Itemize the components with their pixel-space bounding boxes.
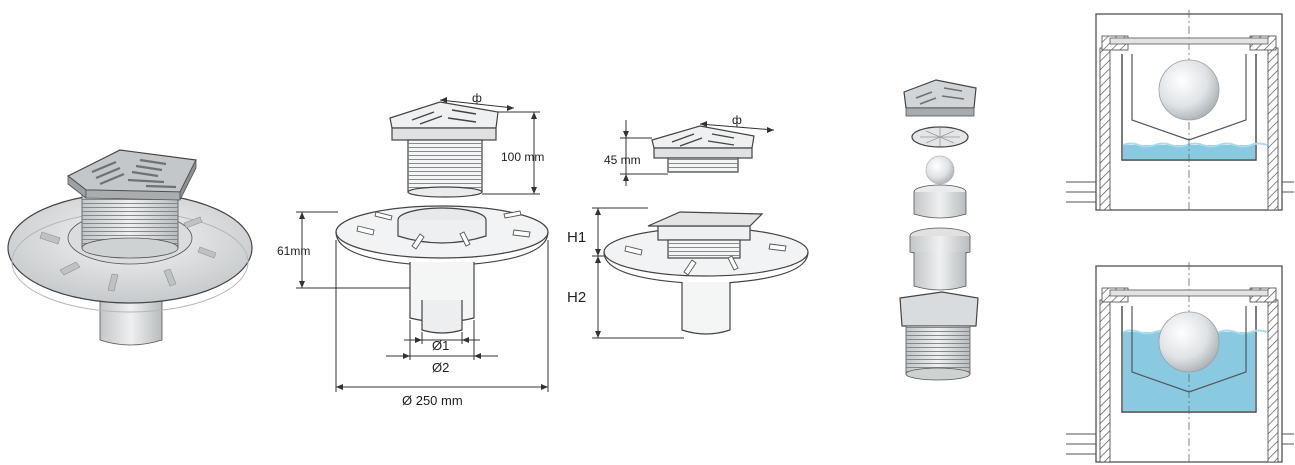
wall-right bbox=[1267, 299, 1279, 463]
grate-bar bbox=[1109, 37, 1269, 45]
tall-grate-part bbox=[389, 101, 499, 198]
assembled-short-drain bbox=[603, 211, 809, 335]
wall-left bbox=[1099, 47, 1111, 211]
cross-section-dry bbox=[1066, 10, 1294, 211]
wall-left bbox=[1099, 299, 1111, 463]
grate-size-label: ф bbox=[472, 91, 482, 105]
cross-sections bbox=[1066, 10, 1294, 463]
height-tall-label: 100 mm bbox=[501, 150, 544, 164]
cross-section-full bbox=[1066, 262, 1294, 463]
flange-diameter-label: Ø 250 mm bbox=[402, 393, 463, 408]
flange-body-part bbox=[335, 205, 549, 334]
exploded-insert bbox=[909, 227, 971, 291]
outlet-inner-diameter-label: Ø1 bbox=[432, 338, 449, 353]
exploded-cup bbox=[913, 184, 967, 219]
water bbox=[1123, 145, 1255, 159]
wall-right bbox=[1267, 47, 1279, 211]
height-short-label: 45 mm bbox=[604, 153, 641, 167]
body-height-label: 61mm bbox=[277, 244, 310, 258]
short-variant-drawing: ф 45 mm H1 H2 bbox=[567, 113, 809, 339]
ball bbox=[1158, 311, 1220, 373]
exploded-body bbox=[899, 291, 979, 381]
outlet-outer-diameter-label: Ø2 bbox=[432, 360, 449, 375]
grate-size-label-short: ф bbox=[732, 113, 742, 127]
grate-bar bbox=[1109, 289, 1269, 297]
exploded-ball bbox=[925, 155, 955, 185]
h1-label: H1 bbox=[567, 229, 586, 246]
ball bbox=[1158, 59, 1220, 121]
floor-ledge bbox=[1066, 181, 1294, 203]
h2-label: H2 bbox=[567, 289, 586, 306]
floor-ledge bbox=[1066, 433, 1294, 455]
exploded-view bbox=[899, 79, 979, 381]
product-render bbox=[7, 149, 253, 346]
exploded-grate bbox=[903, 79, 977, 117]
short-grate-part bbox=[651, 125, 755, 173]
water-surface bbox=[1122, 142, 1268, 148]
dimension-drawing: ф 100 mm bbox=[277, 91, 549, 408]
